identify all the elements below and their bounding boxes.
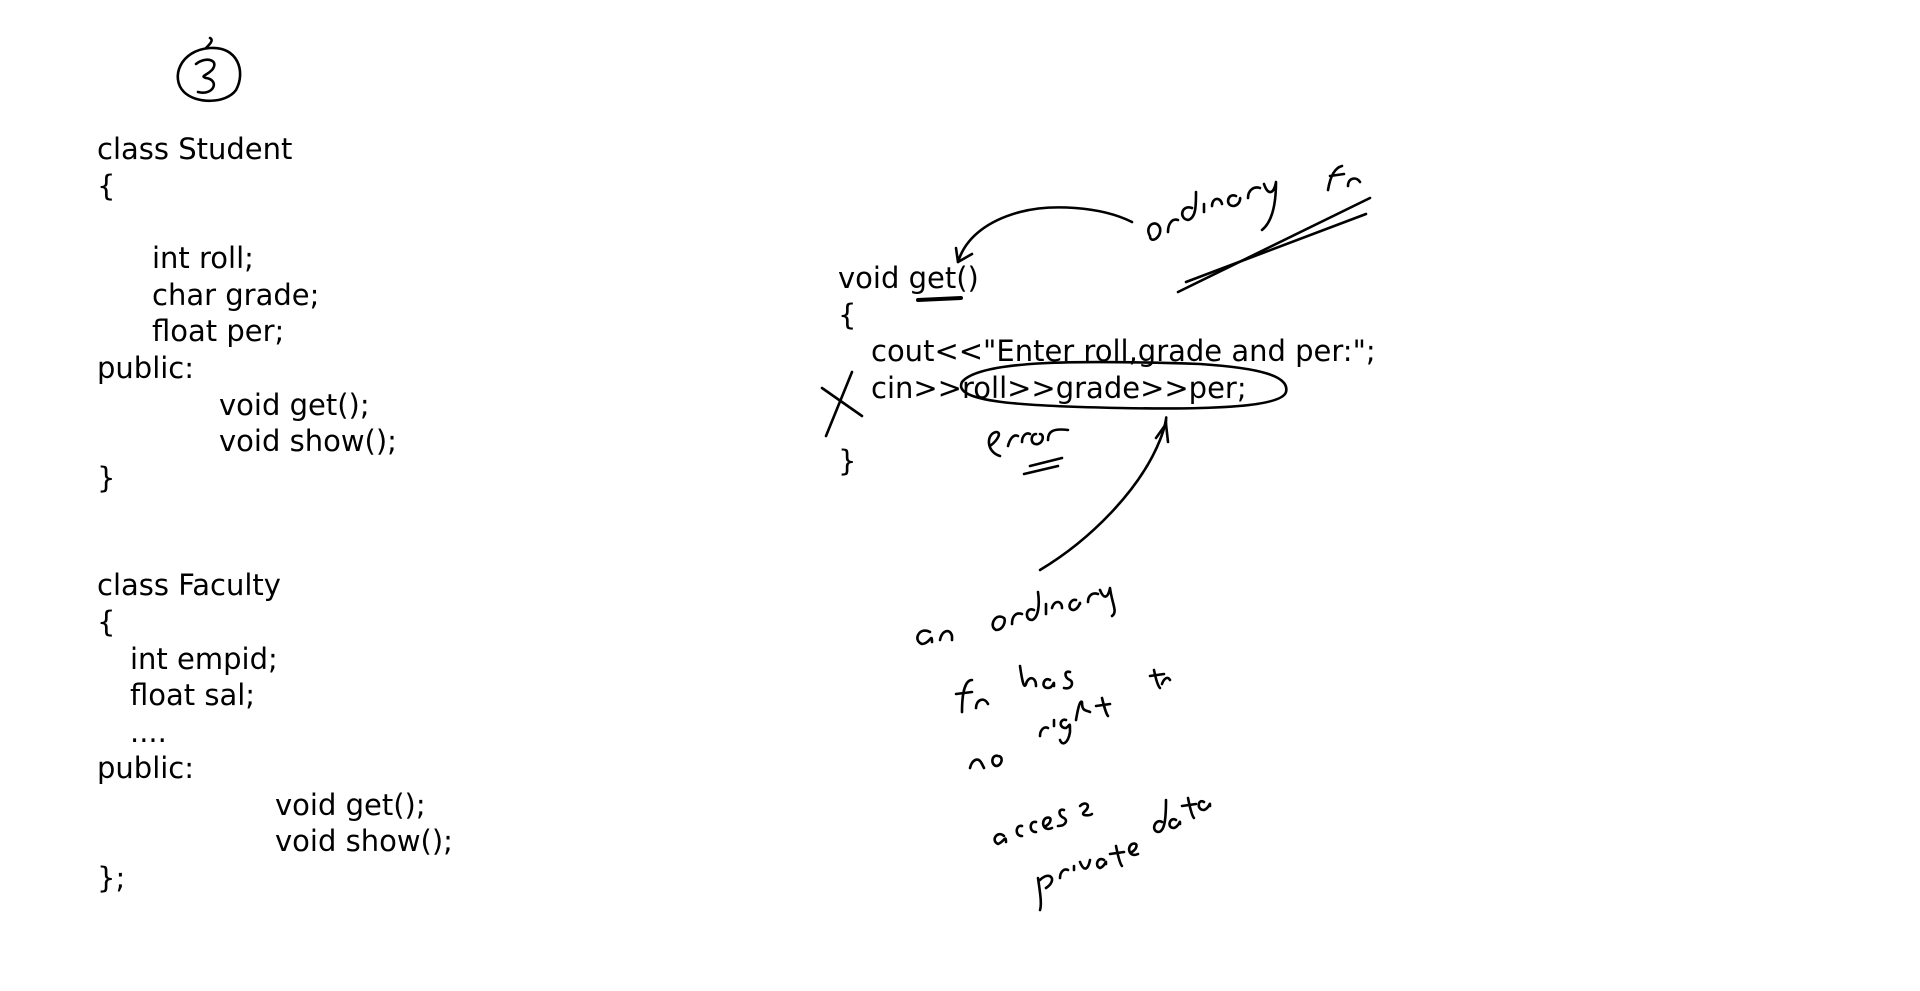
code-line: public: [97, 751, 195, 785]
code-line: float sal; [130, 678, 256, 712]
cross-mark [820, 370, 864, 438]
code-line: void show(); [275, 824, 453, 858]
code-line: class Faculty [97, 568, 281, 602]
code-line: void get(); [219, 388, 370, 422]
code-line: int roll; [152, 241, 254, 275]
code-line: void show(); [219, 424, 397, 458]
code-line: void get() [838, 261, 979, 295]
code-line: char grade; [152, 278, 320, 312]
code-line: } [97, 461, 116, 495]
code-line: class Student [97, 132, 293, 166]
code-line: }; [97, 861, 126, 895]
code-line: { [838, 298, 857, 332]
code-line: .... [130, 715, 167, 749]
code-line: } [838, 444, 857, 478]
code-line: { [97, 169, 116, 203]
code-line: float per; [152, 314, 285, 348]
code-line: cin>>roll>>grade>>per; [871, 371, 1247, 405]
code-line: { [97, 605, 116, 639]
note-handwriting [916, 586, 1212, 912]
code-line: int empid; [130, 642, 278, 676]
code-line: void get(); [275, 788, 426, 822]
code-line: cout<<"Enter roll,grade and per:"; [871, 334, 1376, 368]
error-handwriting [987, 428, 1070, 476]
page-number-circle [176, 36, 242, 103]
ordinary-fn-arrow [954, 206, 1134, 264]
ordinary-fn-handwriting [1147, 164, 1372, 294]
note-arrow [1038, 416, 1170, 572]
code-line: public: [97, 351, 195, 385]
get-underline [916, 296, 963, 302]
